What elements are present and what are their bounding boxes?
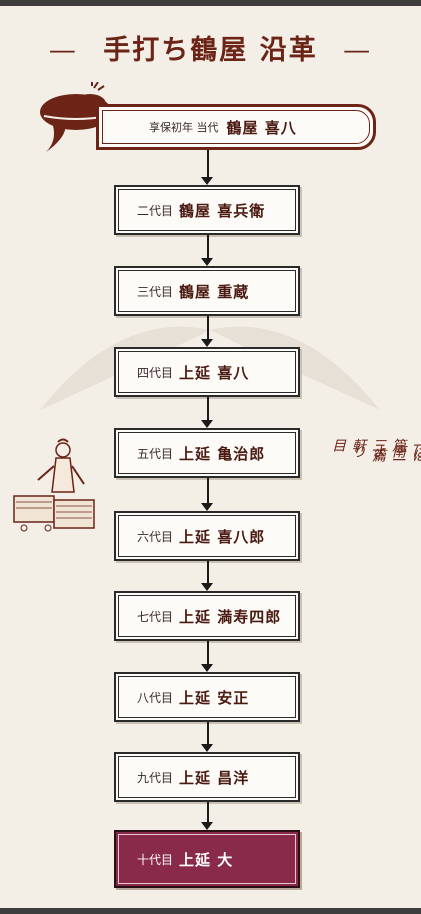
top-bar (0, 0, 421, 6)
bottom-bar (0, 908, 421, 914)
connector-line (207, 722, 209, 746)
generation-box: 八代目上延 安正 (114, 672, 300, 722)
connector-line (207, 235, 209, 260)
generation-box: 九代目上延 昌洋 (114, 752, 300, 802)
arrow-down-icon (201, 339, 213, 347)
generation-name: 上延 安正 (179, 688, 250, 707)
founder-era: 享保初年 当代 (149, 121, 219, 134)
connector-line (207, 397, 209, 422)
connector-line (207, 641, 209, 666)
arrow-down-icon (201, 177, 213, 185)
founder-name: 鶴屋 喜八 (226, 118, 297, 137)
founder-box: 享保初年 当代 鶴屋 喜八 (96, 104, 376, 150)
generation-box: 二代目鶴屋 喜兵衛 (114, 185, 300, 235)
generation-box: 七代目上延 満寿四郎 (114, 591, 300, 641)
generation-label: 二代目 (137, 203, 174, 218)
generation-box: 四代目上延 喜八 (114, 347, 300, 397)
arrow-down-icon (201, 744, 213, 752)
arrow-down-icon (201, 503, 213, 511)
generation-label: 六代目 (137, 529, 174, 544)
title-dash-left: — (48, 35, 78, 66)
generation-name: 鶴屋 重蔵 (179, 282, 250, 301)
generation-name: 上延 大 (179, 850, 234, 869)
generation-label: 七代目 (137, 609, 174, 624)
generation-name: 上延 喜八 (179, 363, 250, 382)
connector-line (207, 150, 209, 179)
generation-label: 十代目 (137, 852, 174, 867)
generation-name: 鶴屋 喜兵衛 (179, 201, 266, 220)
generation-box: 六代目上延 喜八郎 (114, 511, 300, 561)
generation-box: 五代目上延 亀治郎 (114, 428, 300, 478)
handwritten-col-2: 宿は二篇 (370, 448, 421, 464)
generation-name: 上延 満寿四郎 (179, 607, 282, 626)
connector-line (207, 561, 209, 585)
arrow-down-icon (201, 258, 213, 266)
handwritten-col-4: 三軒目 (330, 438, 386, 454)
generation-name: 上延 喜八郎 (179, 527, 266, 546)
title-dash-right: — (343, 35, 373, 66)
generation-label: 八代目 (137, 690, 174, 705)
generation-name: 上延 昌洋 (179, 768, 250, 787)
generation-box: 三代目鶴屋 重蔵 (114, 266, 300, 316)
arrow-down-icon (201, 583, 213, 591)
pine-crest-icon (40, 82, 112, 152)
generation-label: 四代目 (137, 365, 174, 380)
connector-line (207, 316, 209, 341)
soba-maker-illustration-icon (13, 438, 95, 532)
arrow-down-icon (201, 822, 213, 830)
generation-label: 三代目 (137, 284, 174, 299)
arrow-down-icon (201, 664, 213, 672)
generation-label: 九代目 (137, 770, 174, 785)
page-title: — 手打ち鶴屋 沿革 — (0, 28, 421, 67)
generation-label: 五代目 (137, 446, 174, 461)
generation-box: 十代目上延 大 (114, 830, 300, 888)
handwritten-col-1: そばは一篇 (390, 438, 421, 454)
handwritten-col-3: 宿は南より (350, 444, 421, 460)
arrow-down-icon (201, 420, 213, 428)
connector-line (207, 802, 209, 824)
title-text: 手打ち鶴屋 沿革 (103, 35, 318, 66)
generation-name: 上延 亀治郎 (179, 444, 266, 463)
connector-line (207, 478, 209, 505)
